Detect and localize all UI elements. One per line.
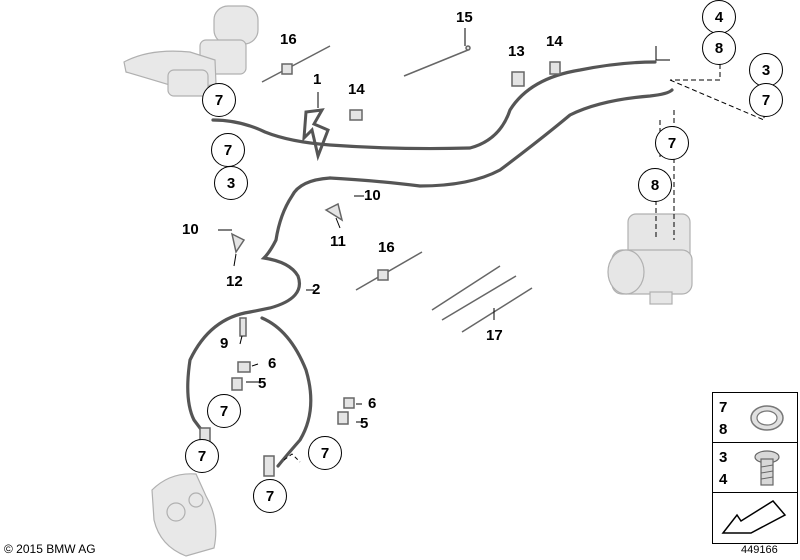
callout-3-upper-line: 3 xyxy=(214,166,248,200)
brake-lines xyxy=(186,60,674,468)
callout-8-abs-center: 8 xyxy=(638,168,672,202)
legend-label-7: 7 xyxy=(719,399,728,416)
legend-row-seal: 7 8 xyxy=(713,393,797,443)
abs-pressure-modulator xyxy=(607,213,693,305)
label-part-10b: 10 xyxy=(182,221,199,238)
label-part-5a: 5 xyxy=(258,375,267,392)
label-part-14a: 14 xyxy=(348,81,365,98)
callout-7-lower-left: 7 xyxy=(207,394,241,428)
callout-7-master-cylinder: 7 xyxy=(202,83,236,117)
label-part-5b: 5 xyxy=(360,415,369,432)
legend-label-8: 8 xyxy=(719,421,728,438)
diagram-number: 449166 xyxy=(741,544,778,556)
label-part-1: 1 xyxy=(313,71,322,88)
callout-7-abs-right: 7 xyxy=(749,83,783,117)
label-part-6b: 6 xyxy=(368,395,377,412)
front-brake-caliper xyxy=(151,473,217,557)
label-part-12: 12 xyxy=(226,273,243,290)
front-brake-master-cylinder xyxy=(123,5,259,97)
legend-row-bolt: 3 4 xyxy=(713,443,797,493)
label-part-13: 13 xyxy=(508,43,525,60)
brake-line-section-1 xyxy=(302,108,330,162)
callout-7-caliper: 7 xyxy=(185,439,219,473)
label-part-11: 11 xyxy=(330,233,346,250)
copyright-notice: © 2015 BMW AG xyxy=(4,542,96,556)
callout-7-abs-center: 7 xyxy=(655,126,689,160)
callout-3-abs: 3 xyxy=(749,53,783,87)
callout-8-abs-top: 8 xyxy=(702,31,736,65)
direction-arrow-icon xyxy=(721,500,787,534)
callout-7-upper-line: 7 xyxy=(211,133,245,167)
callout-4-abs: 4 xyxy=(702,0,736,34)
small-parts xyxy=(199,45,561,477)
hollow-bolt-icon xyxy=(754,450,780,486)
sealing-ring-icon xyxy=(750,405,784,431)
callout-7-lower-right: 7 xyxy=(308,436,342,470)
label-part-16b: 16 xyxy=(378,239,395,256)
label-part-9: 9 xyxy=(220,335,229,352)
label-part-17: 17 xyxy=(486,327,503,344)
legend-row-arrow xyxy=(713,493,797,543)
legend-label-4: 4 xyxy=(719,471,728,488)
label-part-2: 2 xyxy=(312,281,321,298)
parts-legend: 7 8 3 4 xyxy=(712,392,798,544)
callout-7-bottom: 7 xyxy=(253,479,287,513)
legend-label-3: 3 xyxy=(719,449,728,466)
label-part-10a: 10 xyxy=(364,187,381,204)
label-part-6a: 6 xyxy=(268,355,277,372)
label-part-16a: 16 xyxy=(280,31,297,48)
label-part-14b: 14 xyxy=(546,33,563,50)
label-part-15: 15 xyxy=(456,9,473,26)
